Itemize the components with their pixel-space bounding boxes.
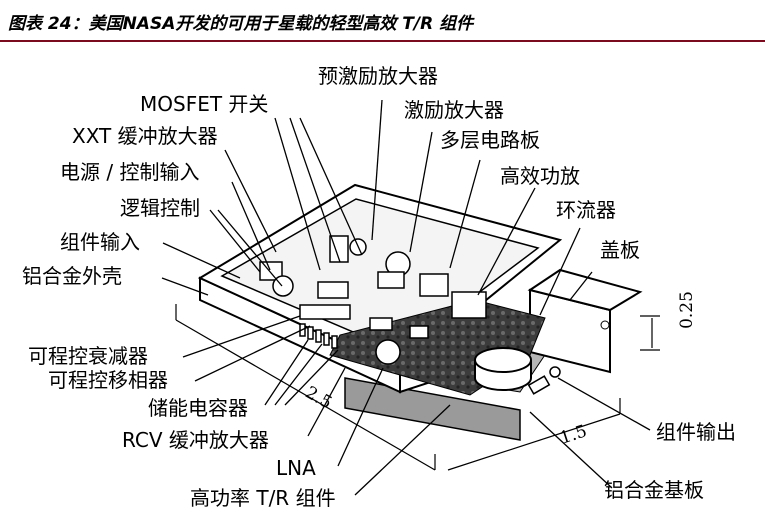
label-mosfet-switch: MOSFET 开关 bbox=[140, 92, 269, 116]
dim-thickness: 0.25 bbox=[676, 291, 697, 329]
label-xxt-buffer-amp: XXT 缓冲放大器 bbox=[72, 124, 218, 148]
label-logic-control: 逻辑控制 bbox=[120, 196, 200, 220]
output-connector bbox=[527, 366, 561, 395]
label-power-control-input: 电源 / 控制输入 bbox=[60, 160, 200, 184]
label-al-alloy-housing: 铝合金外壳 bbox=[22, 264, 122, 288]
leader-lines bbox=[161, 99, 651, 496]
label-pre-driver-amp: 预激励放大器 bbox=[318, 64, 438, 88]
label-storage-capacitor: 储能电容器 bbox=[148, 396, 248, 420]
dimension-lines bbox=[175, 304, 660, 471]
label-al-alloy-substrate: 铝合金基板 bbox=[604, 478, 704, 502]
label-circulator: 环流器 bbox=[556, 198, 616, 222]
label-high-eff-pa: 高效功放 bbox=[500, 164, 580, 188]
cover-plate-shape bbox=[527, 268, 643, 374]
figure-caption-bar: 图表 24：美国NASA开发的可用于星载的轻型高效 T/R 组件 bbox=[0, 0, 765, 40]
caption-divider bbox=[0, 40, 765, 42]
label-prog-phase-shifter: 可程控移相器 bbox=[48, 368, 168, 392]
figure-caption: 图表 24：美国NASA开发的可用于星载的轻型高效 T/R 组件 bbox=[8, 14, 474, 34]
label-cover-plate: 盖板 bbox=[600, 238, 640, 262]
label-lna: LNA bbox=[276, 456, 316, 480]
internal-components bbox=[259, 235, 487, 365]
circulator-shape bbox=[474, 347, 532, 391]
label-multilayer-board: 多层电路板 bbox=[440, 128, 540, 152]
label-high-power-tr-module: 高功率 T/R 组件 bbox=[190, 486, 336, 510]
label-module-input: 组件输入 bbox=[60, 230, 140, 254]
label-prog-attenuator: 可程控衰减器 bbox=[28, 344, 148, 368]
tr-module-diagram bbox=[161, 99, 660, 496]
label-rcv-buffer-amp: RCV 缓冲放大器 bbox=[122, 428, 269, 452]
label-module-output: 组件输出 bbox=[656, 420, 736, 444]
label-driver-amp: 激励放大器 bbox=[404, 98, 504, 122]
